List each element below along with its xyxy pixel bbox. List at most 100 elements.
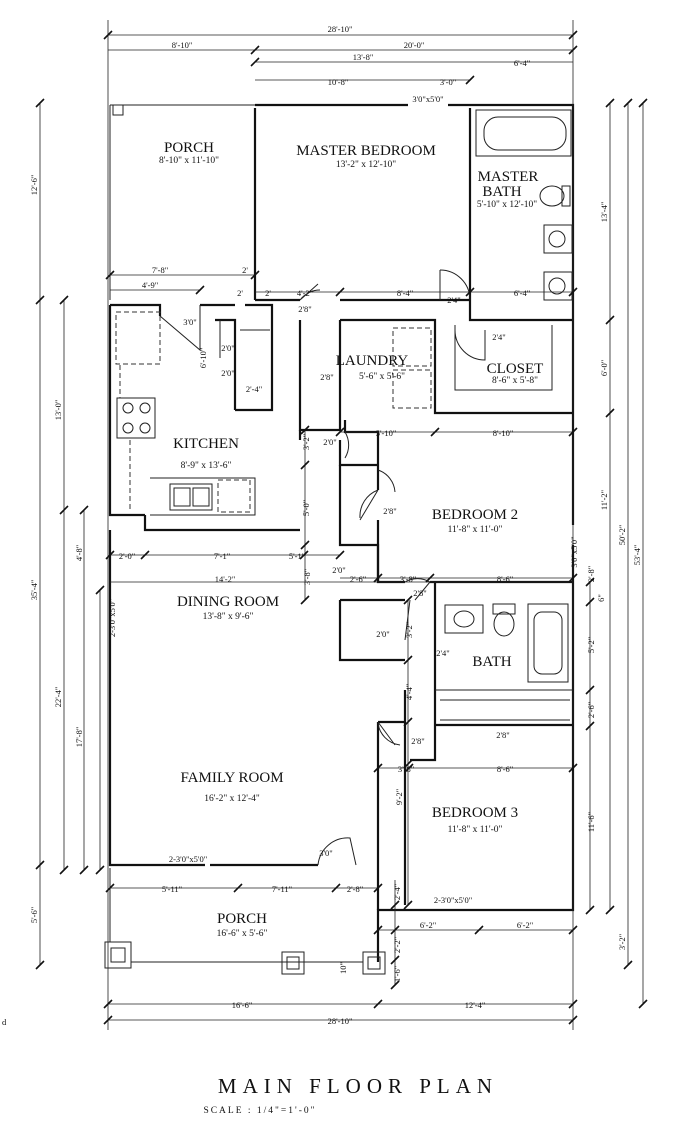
dim-label: 2'4": [436, 648, 450, 658]
dimension-labels: 28'-10" 8'-10" 20'-0" 13'-8" 6'-4" 10'-8…: [29, 24, 642, 1026]
dim-label: 3'0": [183, 317, 197, 327]
bath-toilet-icon: [492, 603, 516, 615]
dim-label: 2'0": [332, 565, 346, 575]
master-bath-size: 5'-10" x 12'-10": [477, 200, 537, 210]
dim-label: 2'-2": [392, 937, 402, 953]
dim-label: 2'8": [383, 506, 397, 516]
dim-label: 9'-2": [394, 789, 404, 805]
dim-label: 11'-2": [599, 490, 609, 510]
dimension-ticks: [35, 30, 648, 1025]
bedroom2-size: 11'-8" x 11'-0": [448, 525, 503, 535]
laundry-name: LAUNDRY: [336, 353, 409, 369]
dim-label: 35'-4": [29, 580, 39, 601]
dim-label: 3'0"x5'0": [569, 536, 579, 567]
dryer-icon: [392, 369, 432, 409]
dining-size: 13'-8" x 9'-6": [203, 612, 254, 622]
dim-label: 3'-2": [617, 934, 627, 950]
closet-name: CLOSET: [487, 361, 544, 377]
dim-label: 1'-6": [392, 966, 402, 982]
toilet-icon: [539, 185, 565, 207]
refrigerator-icon: [115, 311, 161, 365]
dim-label: 5'-1": [289, 551, 305, 561]
dim-label: 50'-2": [617, 525, 627, 546]
porch-post-icon: [362, 951, 386, 975]
laundry-size: 5'-6" x 5'-6": [359, 372, 405, 382]
master-bath-name-1: MASTER: [478, 169, 539, 185]
dim-label: 3'0": [319, 848, 333, 858]
dim-label: 3'-8": [302, 569, 312, 585]
washer-icon: [392, 327, 432, 367]
bedroom3-name: BEDROOM 3: [432, 805, 518, 821]
master-bath-name-2: BATH: [482, 184, 521, 200]
dim-label: 3'-2": [301, 434, 311, 450]
porch-bottom-size: 16'-6" x 5'-6": [217, 929, 268, 939]
dim-label: 2'0": [323, 437, 337, 447]
dim-label: 2'-8": [586, 566, 596, 582]
dim-label: 13'-0": [53, 400, 63, 421]
porch-post-icon: [281, 951, 305, 975]
dim-label: 8'-4": [397, 288, 413, 298]
dim-label: 2'-4": [246, 384, 262, 394]
master-bedroom-name: MASTER BEDROOM: [296, 143, 436, 159]
dim-label: 5'-6": [29, 907, 39, 923]
dim-label: 14'-2": [215, 574, 236, 584]
porch-top-size: 8'-10" x 11'-10": [159, 156, 219, 166]
dim-label: 28'-10": [328, 1016, 353, 1026]
stove-icon: [116, 397, 156, 439]
bedroom3-size: 11'-8" x 11'-0": [448, 825, 503, 835]
dim-label: 11'-6": [586, 812, 596, 832]
dim-label: 6'-4": [514, 58, 530, 68]
dim-label: 2'-8": [347, 884, 363, 894]
corner-mark: d: [2, 1017, 7, 1027]
dim-label: 2-3'0"x5'0": [434, 895, 472, 905]
dim-label: 2'0": [221, 368, 235, 378]
dim-label: 2': [237, 288, 243, 298]
kitchen-name: KITCHEN: [173, 436, 239, 452]
dim-label: 2': [242, 265, 248, 275]
porch-post-icon: [104, 941, 132, 969]
family-name: FAMILY ROOM: [180, 770, 283, 786]
dim-label: 2'-6": [586, 702, 596, 718]
porch-top-name: PORCH: [164, 140, 214, 156]
dim-label: 22'-4": [53, 687, 63, 708]
porch-post-icon: [112, 104, 124, 116]
dim-label: 12'-6": [29, 175, 39, 196]
dim-label: 8'-10": [172, 40, 193, 50]
closet-size: 8'-6" x 5'-8": [492, 376, 538, 386]
dim-label: 2'4": [447, 295, 461, 305]
dim-label: 4'-2": [297, 288, 313, 298]
bathtub-icon: [483, 116, 567, 151]
kitchen-size: 8'-9" x 13'-6": [181, 461, 232, 471]
dim-label: 6'-2": [420, 920, 436, 930]
walls: [108, 103, 575, 962]
dimension-lines: [39, 20, 644, 1030]
dim-label: 5'-0": [301, 500, 311, 516]
dim-label: 10'-8": [328, 77, 349, 87]
dim-label: 2'8": [298, 304, 312, 314]
dim-label: 6": [596, 594, 606, 602]
fixtures: [104, 104, 573, 975]
dim-label: 7'-8": [152, 265, 168, 275]
dim-label: 8'-10": [493, 428, 514, 438]
dim-label: 2-3'0"x5'0": [169, 854, 207, 864]
dim-label: 6'-4": [514, 288, 530, 298]
dim-label: 4'-4": [404, 684, 414, 700]
plan-title: MAIN FLOOR PLAN: [218, 1074, 498, 1098]
sink-icon: [543, 224, 573, 254]
door-swings: [159, 269, 471, 866]
dim-label: 2-3'0"x5'0": [107, 599, 117, 637]
dim-label: 3'-2": [404, 622, 414, 638]
dim-label: 2': [265, 288, 271, 298]
bath-tub-icon: [527, 603, 569, 683]
dim-label: 5'-2": [586, 637, 596, 653]
dim-label: 2'0": [376, 629, 390, 639]
dim-label: 2'8": [411, 736, 425, 746]
dim-label: 16'-6": [232, 1000, 253, 1010]
dining-name: DINING ROOM: [177, 594, 279, 610]
dim-label: 2'-4": [392, 884, 402, 900]
dim-label: 28'-10": [328, 24, 353, 34]
dim-label: 8'-6": [497, 574, 513, 584]
dim-label: 3'-0": [440, 77, 456, 87]
room-labels: PORCH 8'-10" x 11'-10" MASTER BEDROOM 13…: [159, 140, 543, 939]
